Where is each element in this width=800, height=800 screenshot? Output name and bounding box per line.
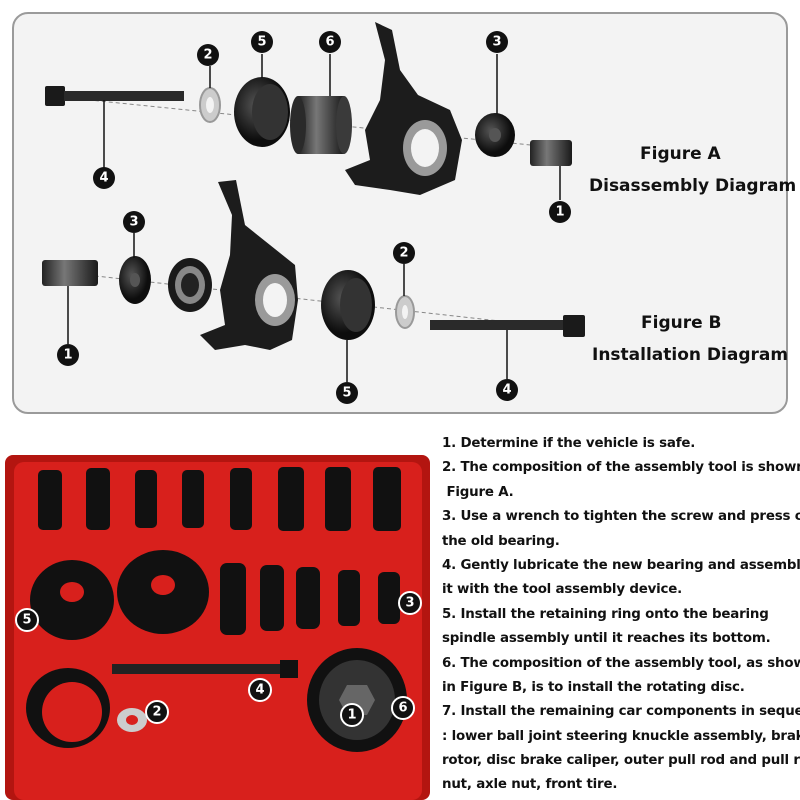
instruction-line: 4. Gently lubricate the new bearing and … <box>442 557 800 573</box>
svg-text:2: 2 <box>152 705 161 720</box>
instruction-line: 2. The composition of the assembly tool … <box>442 460 800 476</box>
svg-text:2: 2 <box>203 48 212 63</box>
nut-part <box>42 260 98 286</box>
adapter-row-middle <box>220 563 400 635</box>
washer <box>117 708 147 732</box>
figure-b-badges: 1 3 5 2 4 <box>57 211 518 404</box>
svg-text:3: 3 <box>492 35 501 50</box>
washer-part <box>199 87 221 123</box>
forcing-screw <box>112 660 298 678</box>
receiver-cup <box>26 668 110 748</box>
receiver-cup-part <box>290 96 352 154</box>
svg-text:3: 3 <box>129 215 138 230</box>
instruction-line: : lower ball joint steering knuckle asse… <box>442 728 800 744</box>
bolt-part <box>430 315 585 337</box>
instruction-line: it with the tool assembly device. <box>442 582 683 598</box>
svg-text:2: 2 <box>399 246 408 261</box>
svg-text:1: 1 <box>347 708 356 723</box>
spacer-ring-part <box>119 256 151 304</box>
instruction-line: the old bearing. <box>442 533 560 549</box>
instruction-line: 3. Use a wrench to tighten the screw and… <box>442 509 800 525</box>
figure-b-parts <box>42 180 585 382</box>
svg-text:4: 4 <box>255 683 264 698</box>
svg-text:5: 5 <box>22 613 31 628</box>
instruction-line: rotor, disc brake caliper, outer pull ro… <box>442 753 800 769</box>
svg-text:5: 5 <box>342 386 351 401</box>
svg-text:4: 4 <box>502 383 511 398</box>
bolt-part <box>45 86 184 106</box>
instruction-line: Figure A. <box>442 484 514 500</box>
adapter-row-top <box>38 467 401 531</box>
instruction-line: 6. The composition of the assembly tool,… <box>442 655 800 671</box>
press-disc-part <box>321 270 375 340</box>
svg-text:4: 4 <box>99 171 108 186</box>
instruction-line: 1. Determine if the vehicle is safe. <box>442 436 696 451</box>
figure-a-subtitle: Disassembly Diagram <box>589 176 797 196</box>
svg-text:3: 3 <box>405 596 414 611</box>
instruction-list: 1. Determine if the vehicle is safe. 2. … <box>442 432 800 798</box>
svg-text:6: 6 <box>398 701 407 716</box>
spacer-ring-part <box>475 113 515 157</box>
instruction-line: nut, axle nut, front tire. <box>442 777 618 793</box>
instruction-line: in Figure B, is to install the rotating … <box>442 679 745 695</box>
nut-part <box>530 140 572 166</box>
instruction-line: spindle assembly until it reaches its bo… <box>442 631 771 647</box>
figure-b-title: Figure B <box>641 313 722 333</box>
figure-a-title: Figure A <box>640 144 721 164</box>
tool-kit-case <box>5 455 430 800</box>
bearing-part <box>168 258 212 312</box>
steering-knuckle-part <box>200 180 298 350</box>
instruction-line: 7. Install the remaining car components … <box>442 704 800 720</box>
svg-text:6: 6 <box>325 35 334 50</box>
figure-b-subtitle: Installation Diagram <box>592 345 789 365</box>
washer-part <box>395 295 415 329</box>
figure-a-parts <box>45 22 572 200</box>
instruction-line: 5. Install the retaining ring onto the b… <box>442 606 769 622</box>
steering-knuckle-part <box>345 22 462 195</box>
svg-text:1: 1 <box>555 205 564 220</box>
large-cups <box>30 550 209 640</box>
figure-a-badges: 4 2 5 6 3 1 <box>93 31 571 223</box>
kit-badges: 5 3 2 4 1 6 <box>15 591 422 727</box>
svg-text:5: 5 <box>257 35 266 50</box>
press-disc-part <box>234 77 290 147</box>
svg-text:1: 1 <box>63 348 72 363</box>
large-receiver-cup <box>307 648 407 752</box>
